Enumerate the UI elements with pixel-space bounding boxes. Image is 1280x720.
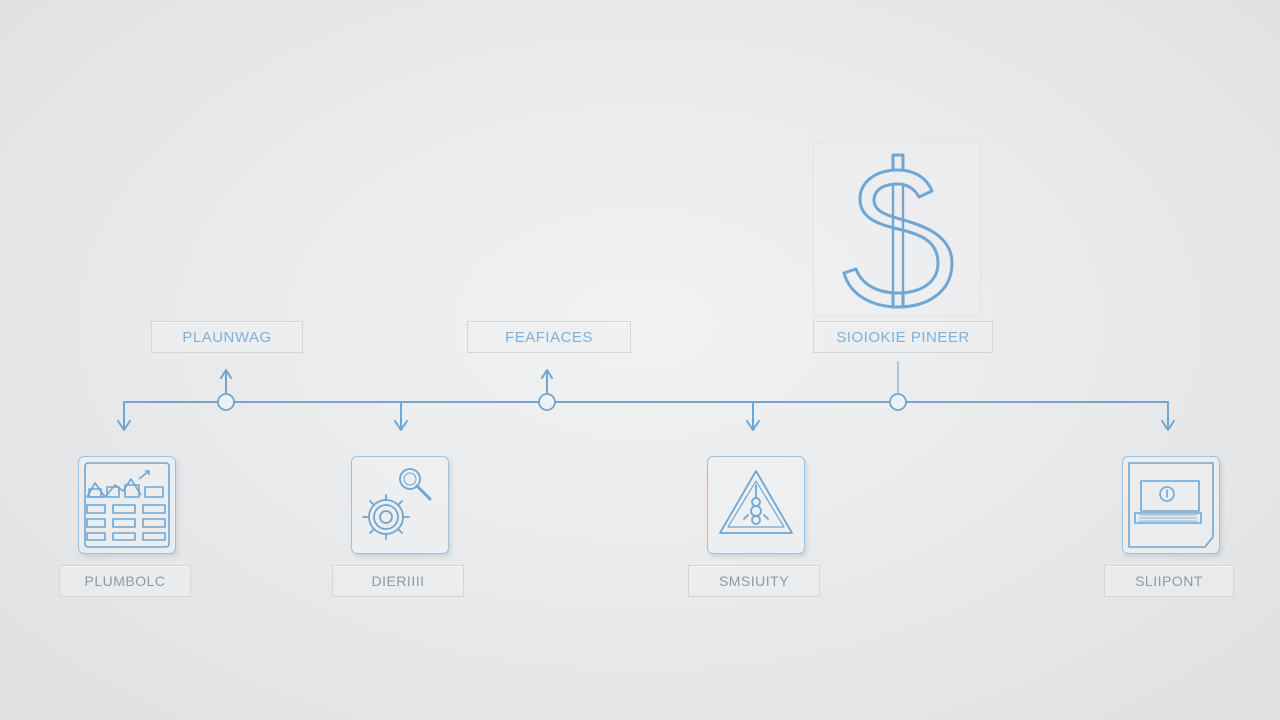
discovery-card — [351, 456, 449, 554]
bottom-label-support: SLIIPONT — [1104, 565, 1234, 597]
junction-node-3 — [889, 393, 907, 411]
bottom-label-planning: PLUMBOLC — [59, 565, 191, 597]
top-label-features: FEAFIACES — [467, 321, 631, 353]
bottom-label-discovery: DIERIIII — [332, 565, 464, 597]
magnifier-gear-icon — [362, 468, 432, 540]
security-card — [707, 456, 805, 554]
junction-node-1 — [217, 393, 235, 411]
up-arrow-2 — [541, 369, 553, 395]
drop-arrow-3 — [746, 401, 760, 431]
bottom-label-security: SMSIUITY — [688, 565, 820, 597]
dollar-card — [813, 142, 981, 316]
junction-node-2 — [538, 393, 556, 411]
up-arrow-1 — [220, 369, 232, 395]
dollar-sign-icon — [842, 153, 954, 309]
warning-triangle-icon — [719, 470, 793, 534]
spreadsheet-grid-icon — [84, 462, 170, 548]
drop-arrow-4 — [1161, 401, 1175, 431]
drop-arrow-2 — [394, 401, 408, 431]
top-label-pricing: SIOIOKIE PINEER — [813, 321, 993, 353]
planning-card — [78, 456, 176, 554]
top-label-planning: PLAUNWAG — [151, 321, 303, 353]
drop-arrow-1 — [117, 401, 131, 431]
support-card — [1122, 456, 1220, 554]
monitor-document-icon — [1128, 462, 1214, 548]
